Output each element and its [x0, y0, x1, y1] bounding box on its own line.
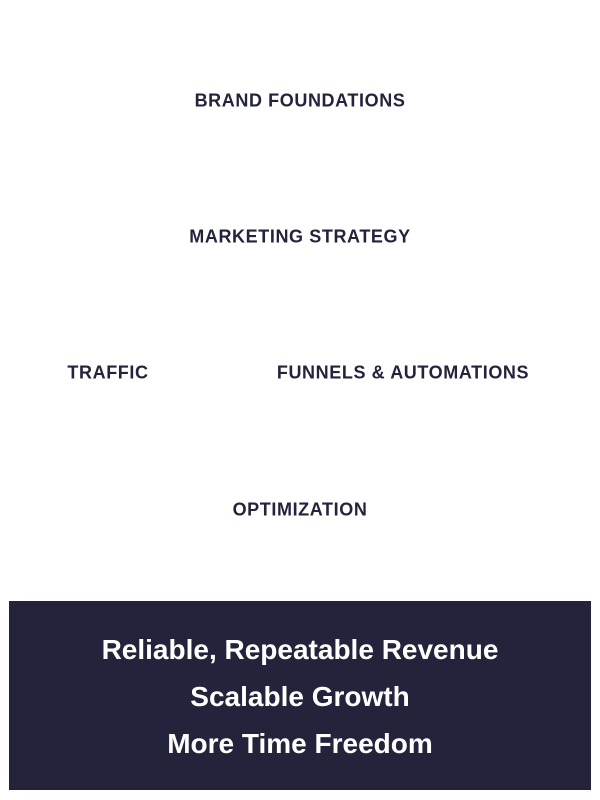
- stage-marketing-strategy: MARKETING STRATEGY: [189, 226, 411, 247]
- stage-brand-foundations: BRAND FOUNDATIONS: [194, 90, 406, 111]
- outcome-time-freedom: More Time Freedom: [167, 728, 433, 759]
- stage-optimization: OPTIMIZATION: [232, 499, 368, 520]
- stage-funnels-automations: FUNNELS & AUTOMATIONS: [276, 362, 530, 383]
- outcomes-panel: Reliable, Repeatable Revenue Scalable Gr…: [9, 601, 591, 790]
- stage-traffic: TRAFFIC: [67, 362, 149, 383]
- outcome-growth: Scalable Growth: [190, 681, 410, 712]
- outcome-revenue: Reliable, Repeatable Revenue: [101, 634, 499, 665]
